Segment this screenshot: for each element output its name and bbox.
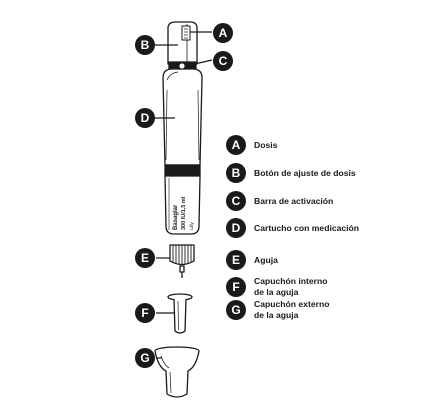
legend-line: Aguja: [254, 254, 278, 265]
legend-label: Cartucho con medicación: [254, 223, 359, 234]
legend-item-dose: A Dosis: [226, 135, 277, 155]
legend-label: Capuchón interno de la aguja: [254, 276, 328, 298]
legend-line: Cartucho con medicación: [254, 222, 360, 233]
legend-badge: A: [226, 135, 246, 155]
legend-badge: C: [226, 191, 246, 211]
legend-label: Aguja: [254, 255, 278, 266]
legend-badge: B: [226, 163, 246, 183]
legend-line: de la aguja: [254, 287, 299, 297]
legend-label: Barra de activación: [254, 196, 333, 207]
legend-item-cartridge: D Cartucho con medicación: [226, 218, 359, 238]
pen-body: [162, 68, 203, 235]
legend-line: Capuchón externo: [254, 299, 330, 309]
legend-item-activation-bar: C Barra de activación: [226, 191, 333, 211]
callout-e: E: [135, 248, 155, 268]
legend-item-inner-cap: F Capuchón interno de la aguja: [226, 276, 328, 298]
callout-b: B: [135, 35, 155, 55]
legend-badge: D: [226, 218, 246, 238]
dose-window-scale: [184, 28, 188, 39]
legend-badge: G: [226, 300, 246, 320]
legend-line: Capuchón interno: [254, 276, 328, 286]
legend-item-needle: E Aguja: [226, 250, 278, 270]
legend-label: Botón de ajuste de dosis: [254, 168, 356, 179]
callout-f: F: [135, 303, 155, 323]
dose-window: [181, 25, 191, 41]
legend-line: de la aguja: [254, 310, 299, 320]
legend-badge: F: [226, 277, 246, 297]
pen-maker-text: Lilly: [189, 221, 194, 230]
callout-a: A: [213, 23, 233, 43]
legend-label: Capuchón externo de la aguja: [254, 299, 329, 321]
pen-brand-text: Basaglar: [173, 204, 179, 230]
legend-badge: E: [226, 250, 246, 270]
outer-needle-cap: [154, 346, 200, 398]
callout-d: D: [135, 108, 155, 128]
callout-g: G: [135, 348, 155, 368]
legend-item-dose-knob: B Botón de ajuste de dosis: [226, 163, 356, 183]
legend-line: Dosis: [254, 139, 278, 150]
pen-strength-text: 300 IU/1,5 ml: [181, 196, 187, 230]
legend-line: Barra de activación: [254, 195, 334, 206]
legend-line: Botón de ajuste de dosis: [254, 167, 356, 178]
callout-c: C: [213, 51, 233, 71]
legend-item-outer-cap: G Capuchón externo de la aguja: [226, 299, 329, 321]
legend-label: Dosis: [254, 140, 277, 151]
needle: [169, 244, 195, 278]
inner-needle-cap: [167, 293, 193, 334]
callout-lines: [155, 31, 213, 359]
